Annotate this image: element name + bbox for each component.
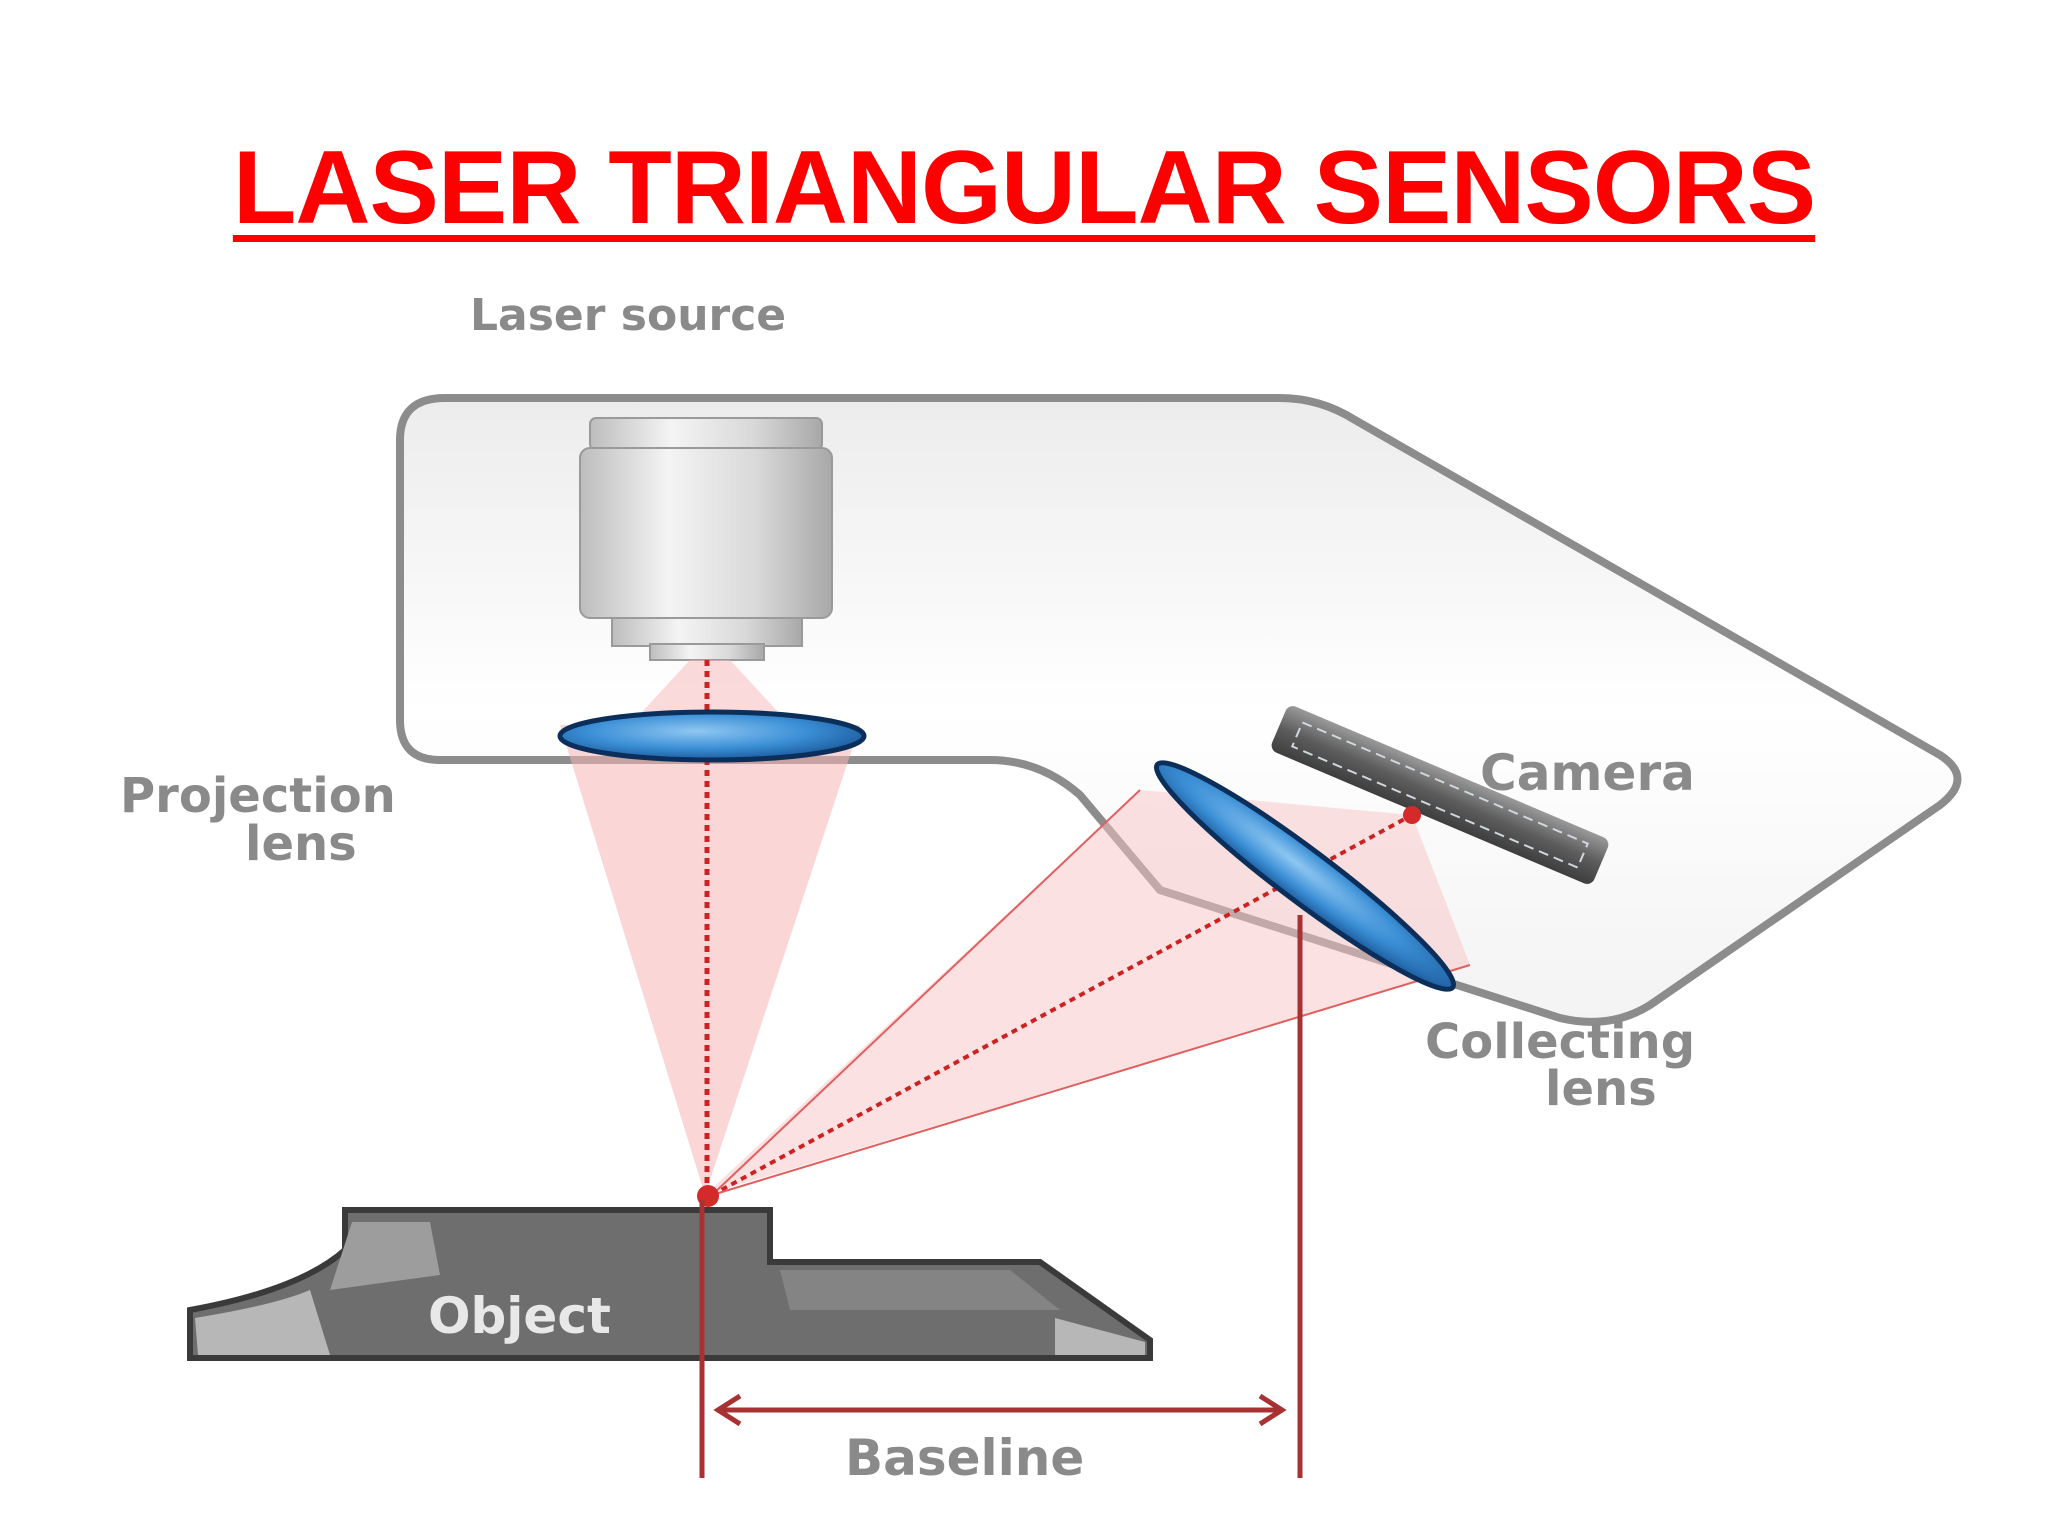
label-projection-lens-2: lens: [245, 816, 357, 872]
label-laser-source: Laser source: [470, 290, 786, 341]
reflected-ray: [711, 964, 1471, 1196]
collecting-lens: [1153, 760, 1457, 992]
camera-sensor: [1271, 706, 1609, 884]
laser-source-module: [579, 417, 833, 661]
baseline-arrowhead-left: [713, 1393, 742, 1427]
baseline-arrowhead-right: [1258, 1393, 1287, 1427]
label-baseline: Baseline: [845, 1429, 1084, 1487]
beam-emission-cone: [630, 660, 790, 725]
reflected-ray: [711, 789, 1141, 1196]
object-workpiece: [187, 1207, 1153, 1361]
projection-lens: [557, 709, 867, 763]
image-spot: [1403, 806, 1421, 824]
label-object: Object: [428, 1287, 611, 1345]
projected-beam-cone: [560, 725, 860, 1195]
label-camera: Camera: [1480, 744, 1695, 802]
label-collecting-lens-2: lens: [1545, 1061, 1657, 1117]
label-collecting-lens-1: Collecting: [1425, 1014, 1695, 1070]
slide-title: LASER TRIANGULAR SENSORS: [232, 130, 1816, 246]
label-projection-lens-1: Projection: [120, 768, 396, 824]
